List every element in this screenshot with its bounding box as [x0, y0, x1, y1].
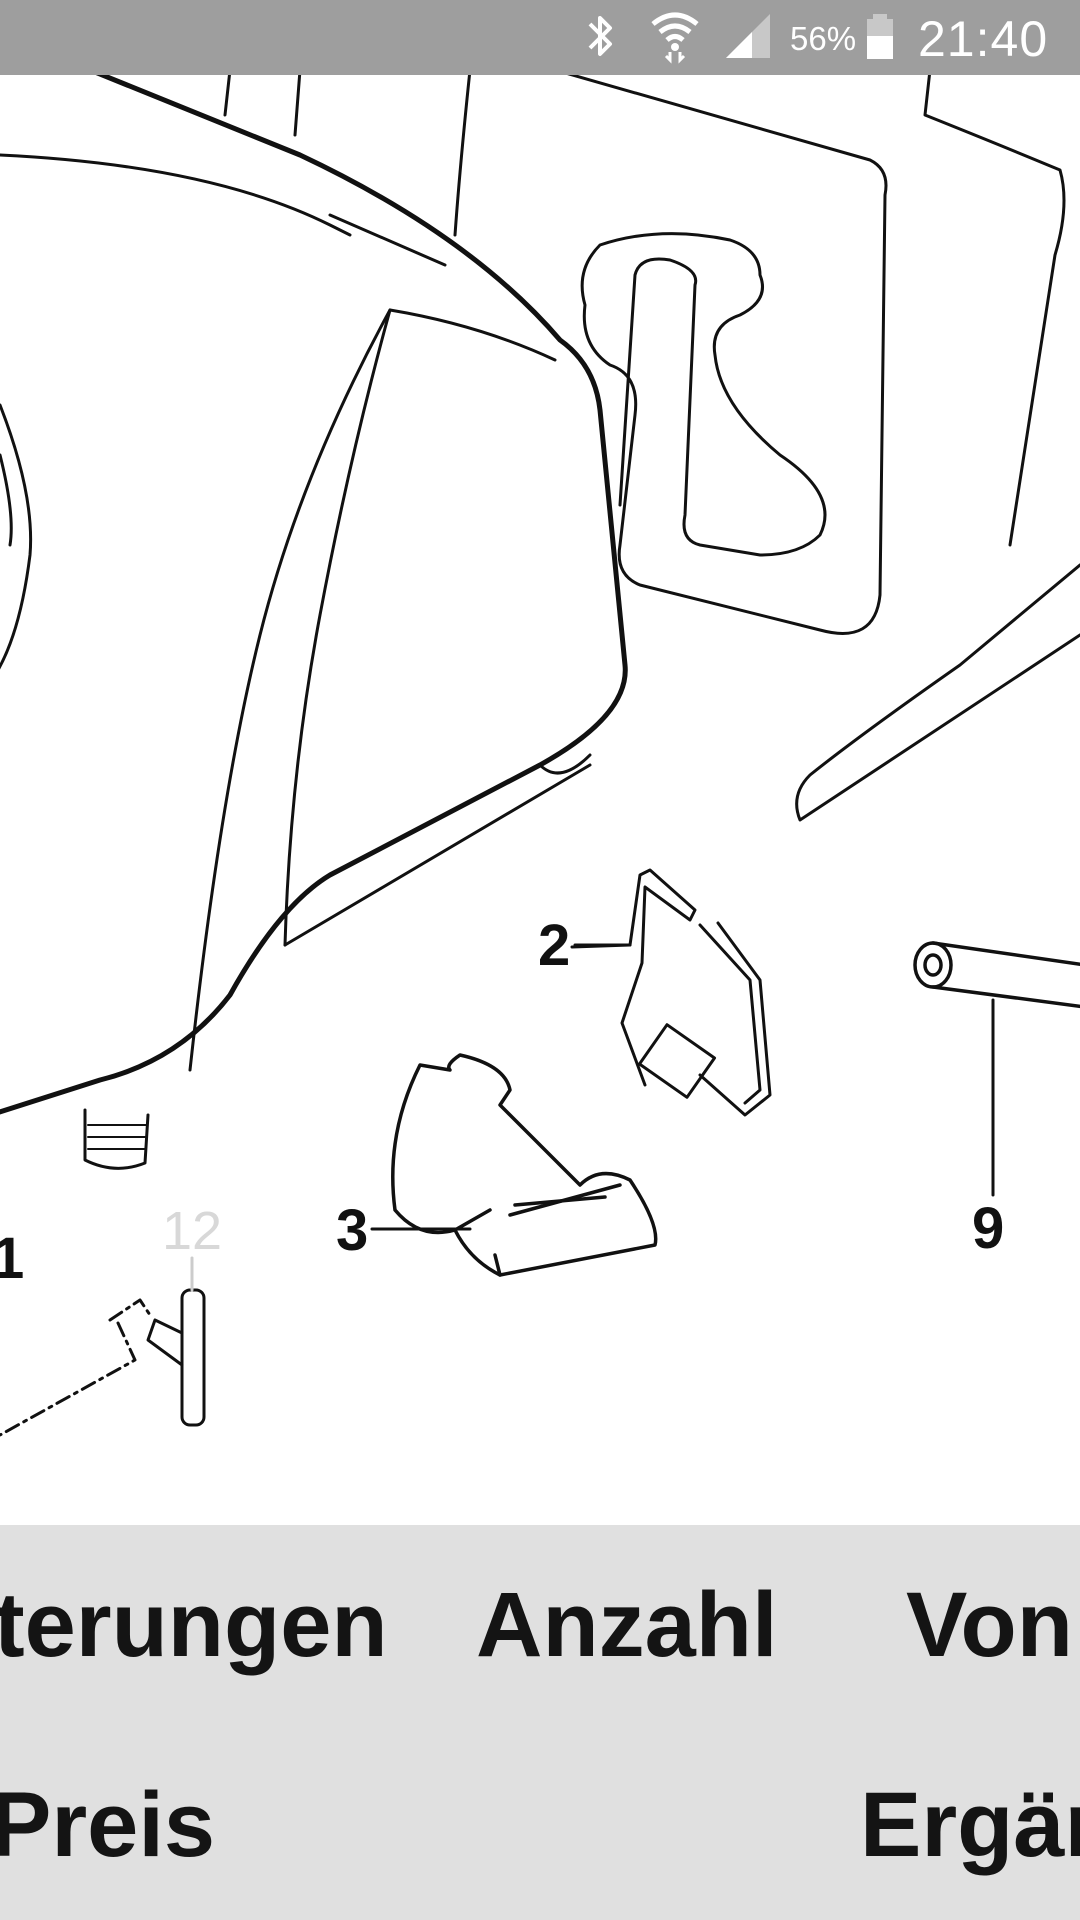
bluetooth-icon	[588, 16, 612, 56]
part-9-hose	[913, 941, 1080, 1009]
table-header: terungen Anzahl Von Preis Ergän	[0, 1525, 1080, 1920]
battery-percentage: 56%	[790, 20, 857, 57]
battery-icon	[867, 14, 893, 59]
signal-icon	[726, 14, 770, 58]
part-2-wire-clip	[570, 868, 772, 1117]
callout-9: 9	[972, 1196, 1005, 1261]
clock: 21:40	[918, 11, 1049, 67]
part-3-rubber-mount	[391, 1053, 658, 1277]
callout-2: 2	[538, 913, 571, 978]
callout-12: 12	[162, 1201, 223, 1261]
wifi-icon	[651, 12, 699, 64]
callout-leaders	[190, 943, 995, 1292]
column-header-preis[interactable]: Preis	[0, 1774, 216, 1876]
column-header-erlaeuterungen[interactable]: terungen	[0, 1574, 388, 1676]
callout-1: 1	[0, 1226, 25, 1291]
column-header-anzahl[interactable]: Anzahl	[476, 1574, 778, 1676]
part-12-t-connector	[0, 1288, 206, 1437]
column-header-von[interactable]: Von	[906, 1574, 1073, 1676]
parts-diagram: 1 12 3 2 9	[0, 75, 1080, 1525]
tank-body-drawing	[0, 75, 1080, 1170]
column-header-ergaenzungen[interactable]: Ergän	[860, 1774, 1080, 1876]
status-bar: 56% 21:40	[0, 0, 1080, 75]
callout-3: 3	[336, 1198, 369, 1263]
